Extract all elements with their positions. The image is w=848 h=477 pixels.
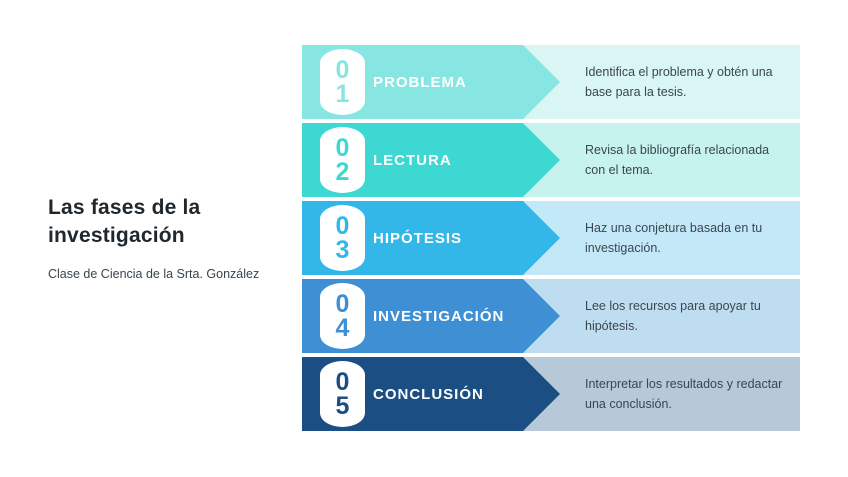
phase-row: 0 3 HIPÓTESIS Haz una conjetura basada e… (302, 201, 800, 275)
phase-number-top: 0 (335, 368, 350, 396)
phase-number-badge: 0 2 (320, 127, 365, 193)
phase-row: 0 1 PROBLEMA Identifica el problema y ob… (302, 45, 800, 119)
phase-number-badge: 0 3 (320, 205, 365, 271)
phase-number-badge: 0 5 (320, 361, 365, 427)
phase-description: Haz una conjetura basada en tu investiga… (585, 221, 763, 255)
phase-number-top: 0 (335, 56, 350, 84)
phase-number-bottom: 4 (335, 314, 350, 342)
phase-description: Lee los recursos para apoyar tu hipótesi… (585, 299, 761, 333)
phase-number-badge: 0 1 (320, 49, 365, 115)
phase-number-bottom: 1 (335, 80, 350, 108)
page-title: Las fases de la investigación (48, 196, 201, 247)
phase-label: LECTURA (373, 151, 452, 169)
phase-description: Interpretar los resultados y redactar un… (585, 377, 783, 411)
phase-label: INVESTIGACIÓN (373, 307, 505, 325)
phase-label: PROBLEMA (373, 73, 467, 91)
intro-block: Las fases de la investigación Clase de C… (48, 194, 288, 282)
phase-row: 0 5 CONCLUSIÓN Interpretar los resultado… (302, 357, 800, 431)
phase-number-badge: 0 4 (320, 283, 365, 349)
phase-row: 0 2 LECTURA Revisa la bibliografía relac… (302, 123, 800, 197)
phase-label: CONCLUSIÓN (373, 385, 484, 403)
phase-number-bottom: 2 (335, 158, 350, 186)
phase-number-bottom: 3 (335, 236, 350, 264)
phase-number-bottom: 5 (335, 392, 350, 420)
phase-row: 0 4 INVESTIGACIÓN Lee los recursos para … (302, 279, 800, 353)
page-subtitle: Clase de Ciencia de la Srta. González (48, 267, 260, 281)
phase-number-top: 0 (335, 290, 350, 318)
phase-number-top: 0 (335, 212, 350, 240)
phase-description: Identifica el problema y obtén una base … (585, 65, 773, 99)
phase-number-top: 0 (335, 134, 350, 162)
phase-description: Revisa la bibliografía relacionada con e… (585, 143, 770, 177)
phase-label: HIPÓTESIS (373, 229, 463, 247)
phases-list: 0 1 PROBLEMA Identifica el problema y ob… (302, 45, 800, 431)
